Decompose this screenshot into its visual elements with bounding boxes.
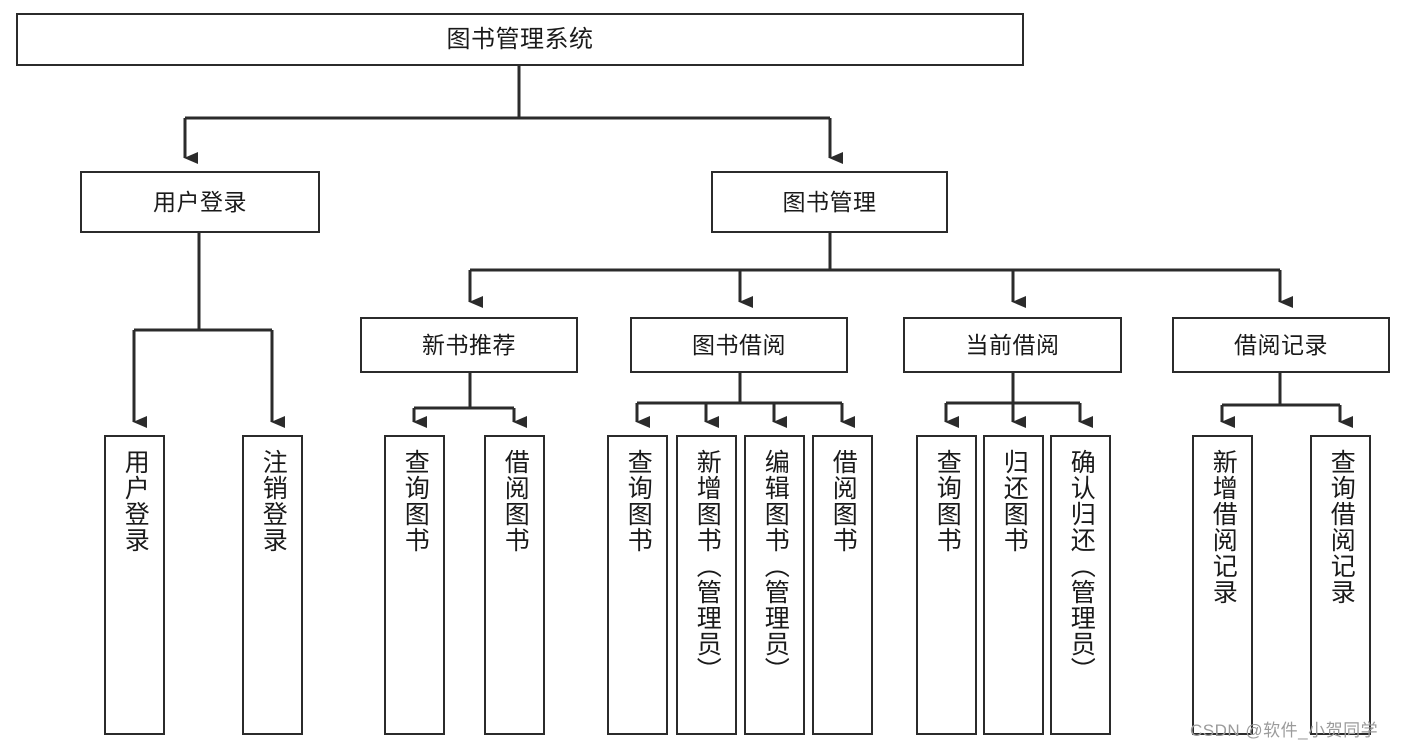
leaf-new-book-borrow[interactable]: 借阅图书 — [484, 435, 545, 735]
node-user-login-label: 用户登录 — [153, 188, 247, 215]
node-new-book-recommend[interactable]: 新书推荐 — [360, 317, 578, 373]
leaf-new-book-query-label: 查询图书 — [401, 449, 430, 553]
leaf-record-query[interactable]: 查询借阅记录 — [1310, 435, 1371, 735]
leaf-record-query-label: 查询借阅记录 — [1327, 449, 1356, 605]
leaf-borrow-borrow-book-label: 借阅图书 — [829, 449, 858, 553]
leaf-new-book-borrow-label: 借阅图书 — [501, 449, 530, 553]
node-root-label: 图书管理系统 — [446, 25, 594, 53]
node-user-login[interactable]: 用户登录 — [80, 171, 320, 233]
leaf-user-login-signin[interactable]: 用户登录 — [104, 435, 165, 735]
leaf-current-return-book[interactable]: 归还图书 — [983, 435, 1044, 735]
leaf-current-return-book-label: 归还图书 — [1000, 449, 1029, 553]
node-current-borrow[interactable]: 当前借阅 — [903, 317, 1122, 373]
leaf-record-add-label: 新增借阅记录 — [1209, 449, 1238, 605]
leaf-user-login-signout-label: 注销登录 — [259, 449, 288, 553]
node-borrow-record-label: 借阅记录 — [1234, 331, 1328, 358]
leaf-borrow-query-book[interactable]: 查询图书 — [607, 435, 668, 735]
leaf-current-confirm-return-label: 确认归还（管理员） — [1067, 449, 1096, 683]
node-root[interactable]: 图书管理系统 — [16, 13, 1024, 66]
leaf-current-confirm-return[interactable]: 确认归还（管理员） — [1050, 435, 1111, 735]
leaf-user-login-signout[interactable]: 注销登录 — [242, 435, 303, 735]
leaf-borrow-add-book[interactable]: 新增图书（管理员） — [676, 435, 737, 735]
node-book-borrow-label: 图书借阅 — [692, 331, 786, 358]
leaf-borrow-borrow-book[interactable]: 借阅图书 — [812, 435, 873, 735]
node-book-management[interactable]: 图书管理 — [711, 171, 948, 233]
node-book-management-label: 图书管理 — [782, 188, 877, 215]
leaf-current-query-book-label: 查询图书 — [933, 449, 962, 553]
node-book-borrow[interactable]: 图书借阅 — [630, 317, 848, 373]
node-new-book-recommend-label: 新书推荐 — [422, 331, 516, 358]
leaf-borrow-query-book-label: 查询图书 — [624, 449, 653, 553]
leaf-user-login-signin-label: 用户登录 — [121, 449, 150, 553]
leaf-borrow-edit-book-label: 编辑图书（管理员） — [761, 449, 790, 683]
node-current-borrow-label: 当前借阅 — [965, 331, 1060, 358]
leaf-record-add[interactable]: 新增借阅记录 — [1192, 435, 1253, 735]
leaf-borrow-add-book-label: 新增图书（管理员） — [693, 449, 722, 683]
leaf-borrow-edit-book[interactable]: 编辑图书（管理员） — [744, 435, 805, 735]
node-borrow-record[interactable]: 借阅记录 — [1172, 317, 1390, 373]
leaf-current-query-book[interactable]: 查询图书 — [916, 435, 977, 735]
leaf-new-book-query[interactable]: 查询图书 — [384, 435, 445, 735]
